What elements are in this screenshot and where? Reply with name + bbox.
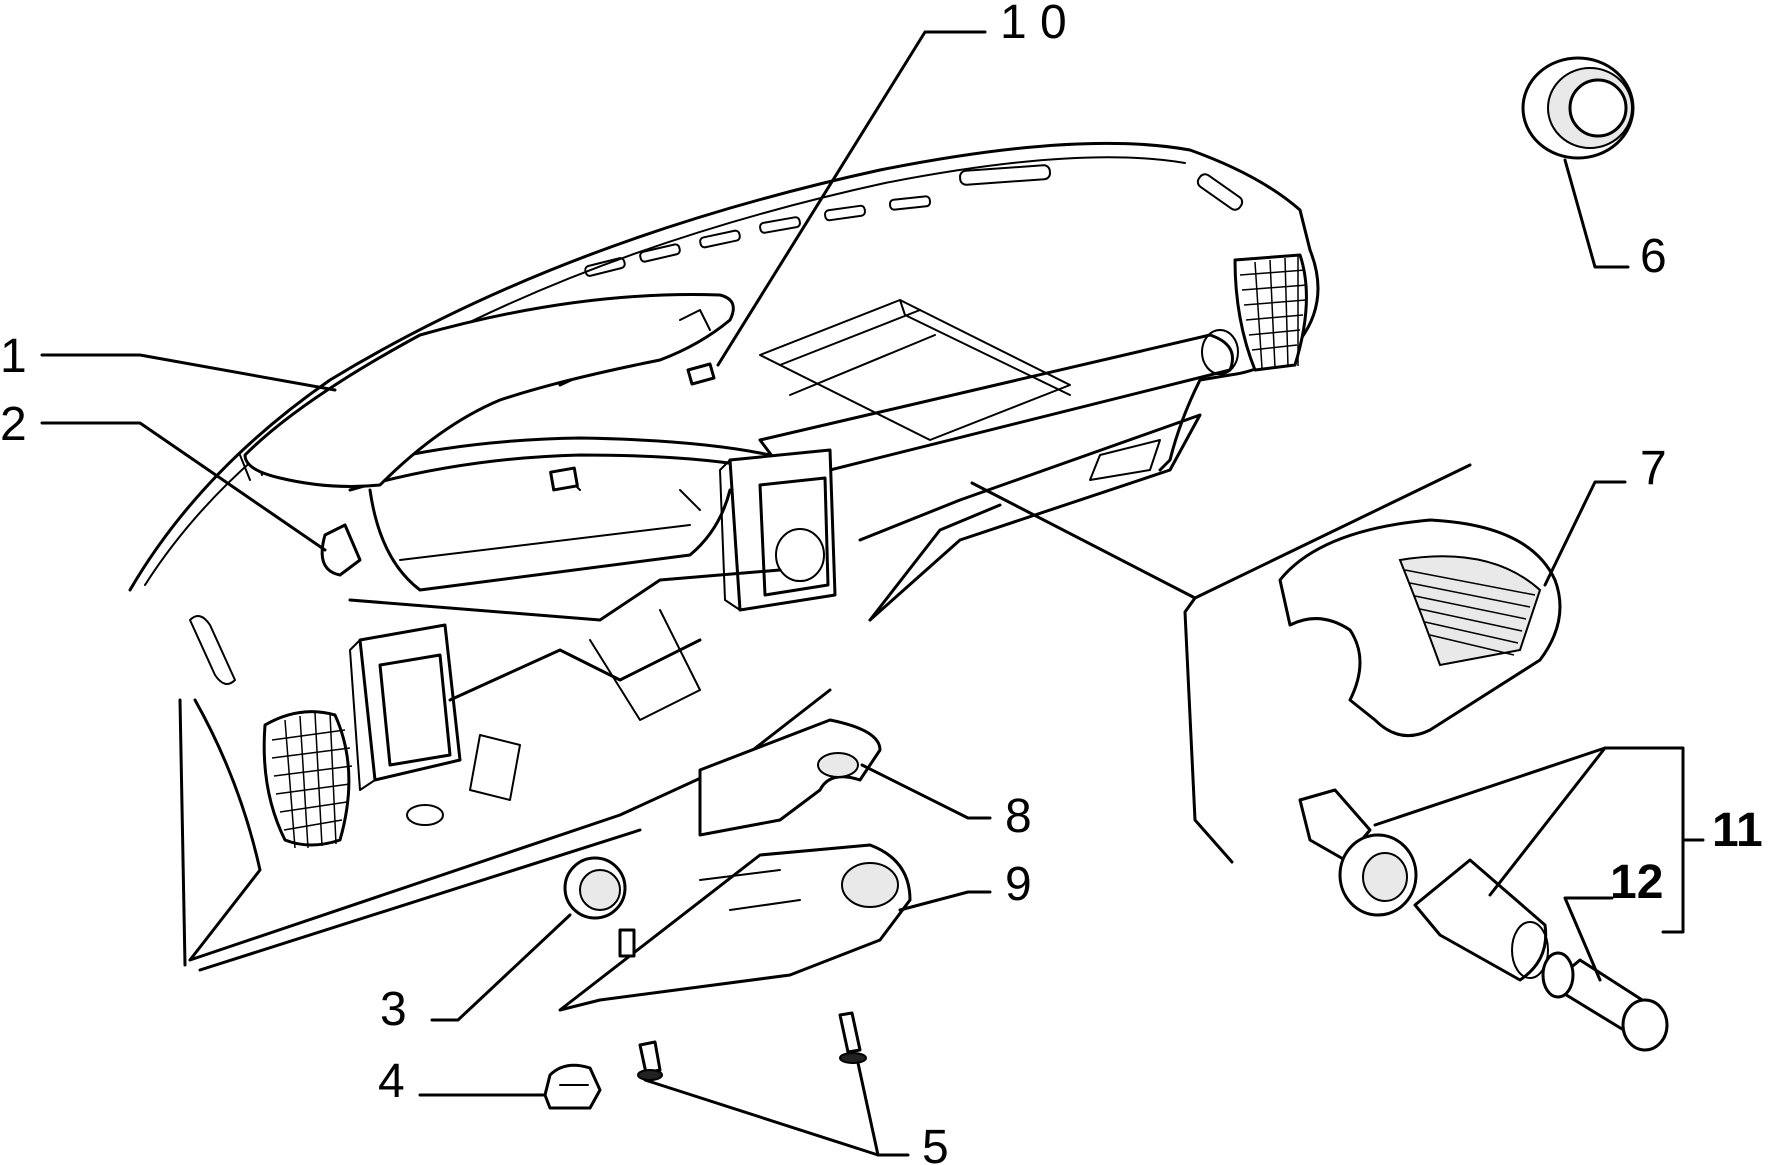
part-4-clip <box>543 1063 602 1110</box>
leader-lines <box>40 30 1705 1157</box>
center-air-duct <box>719 448 837 612</box>
part-8-upper-shroud <box>698 718 882 837</box>
upper-support-bracket <box>343 436 772 592</box>
callout-11: 11 <box>1712 804 1763 857</box>
part-3-ring <box>563 856 627 920</box>
callout-10: 1 0 <box>1000 0 1067 49</box>
part-5-screws <box>637 1011 867 1081</box>
part-12-lighter-plug <box>1541 951 1669 1052</box>
callout-2: 2 <box>0 398 27 451</box>
callout-12: 12 <box>1610 856 1663 909</box>
part-9-lower-shroud <box>558 843 912 1012</box>
callout-5: 5 <box>922 1121 949 1165</box>
defrost-vent-slots <box>584 164 1244 277</box>
left-air-duct <box>349 623 462 791</box>
callout-4: 4 <box>378 1055 405 1108</box>
left-air-vent <box>262 710 353 849</box>
crossbeam <box>758 329 1239 482</box>
callout-9: 9 <box>1005 858 1032 911</box>
part-11-lighter-socket <box>1298 788 1549 982</box>
right-air-vent <box>1233 253 1308 372</box>
callout-8: 8 <box>1005 790 1032 843</box>
part-6-bezel-ring <box>1521 56 1635 160</box>
callout-1: 1 <box>0 330 27 383</box>
central-tray <box>759 299 1071 441</box>
callout-6: 6 <box>1640 230 1667 283</box>
callout-7: 7 <box>1640 442 1667 495</box>
dashboard-panel <box>128 141 1320 972</box>
part-1-top-cover <box>243 293 735 488</box>
part-7-instrument-cowl <box>1278 518 1562 738</box>
callout-3: 3 <box>380 983 407 1036</box>
